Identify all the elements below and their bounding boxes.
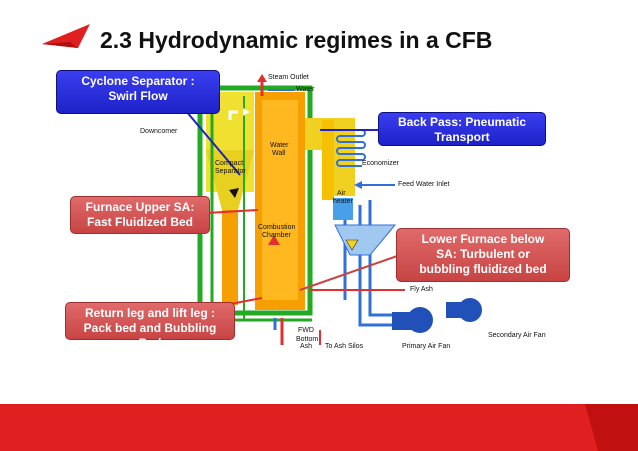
air-heater-label-2: heater: [333, 198, 353, 205]
economizer-label: Economizer: [362, 160, 399, 167]
callout-return-leg: Return leg and lift leg : Pack bed and B…: [65, 302, 235, 350]
steam-outlet-label: Steam Outlet: [268, 74, 309, 81]
secondary-air-fan-label: Secondary Air Fan: [488, 332, 546, 339]
compact-separator-label-1: Compact: [215, 160, 244, 167]
bottom-ash-label-2: Ash: [300, 343, 313, 350]
brand-logo-icon: [42, 24, 90, 48]
water-wall-label-2: Wall: [272, 150, 286, 157]
bottom-ash-label-1: Bottom: [296, 336, 319, 343]
combustion-chamber-label-1: Combustion: [258, 224, 296, 231]
fwd-label: FWD: [298, 327, 314, 334]
air-heater-label-1: Air: [337, 190, 346, 197]
water-label: Water: [296, 86, 315, 93]
footer-band: [0, 404, 638, 451]
compact-separator-label-2: Separator: [215, 168, 246, 175]
slide-title: 2.3 Hydrodynamic regimes in a CFB: [100, 27, 493, 53]
callout-furnace-upper: Furnace Upper SA: Fast Fluidized Bed: [70, 196, 210, 234]
feed-water-inlet-label: Feed Water Inlet: [398, 181, 450, 188]
to-ash-silos-label: To Ash Silos: [325, 343, 364, 350]
fly-ash-label: Fly Ash: [410, 286, 433, 293]
downcomer-label: Downcomer: [140, 128, 178, 135]
water-wall-label-1: Water: [270, 142, 289, 149]
callout-lower-furnace: Lower Furnace below SA: Turbulent or bub…: [396, 228, 570, 282]
callout-cyclone-separator: Cyclone Separator : Swirl Flow: [56, 70, 220, 114]
callout-back-pass: Back Pass: Pneumatic Transport: [378, 112, 546, 146]
combustion-chamber-label-2: Chamber: [262, 232, 291, 239]
primary-air-fan-label: Primary Air Fan: [402, 343, 451, 350]
